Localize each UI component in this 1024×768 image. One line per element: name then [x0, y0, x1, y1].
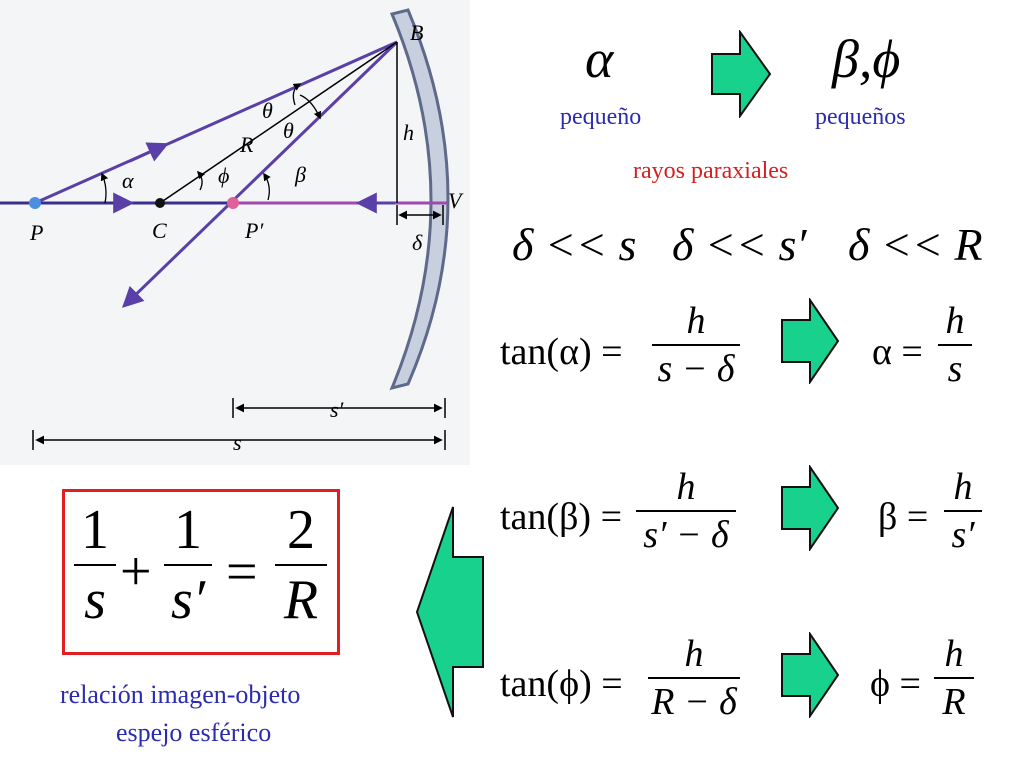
label-P: P — [29, 220, 43, 245]
caption-line-2: espejo esférico — [116, 718, 272, 747]
eq1-numerator: h — [686, 300, 706, 342]
eq3-denominator: R − δ — [651, 681, 737, 723]
label-Pprime: P′ — [244, 218, 264, 243]
spherical-mirror — [389, 8, 450, 391]
eq3-result-lhs: ϕ = — [870, 663, 921, 705]
point-C — [155, 198, 165, 208]
eq3-lhs: tan(ϕ) = — [500, 663, 623, 705]
eq2-result-fraction: h s′ — [944, 468, 982, 554]
arrow-right-icon — [711, 30, 772, 118]
label-small-singular: pequeño — [560, 104, 642, 130]
eq3-result-numerator: h — [944, 633, 964, 675]
eq1-result-numerator: h — [945, 300, 965, 342]
eq3-fraction: h R − δ — [648, 635, 740, 721]
incident-ray — [34, 40, 398, 205]
label-small-plural: pequeños — [815, 104, 906, 130]
eq3-result-fraction: h R — [934, 635, 974, 721]
arrow-right-icon — [781, 465, 840, 551]
label-B: B — [410, 20, 423, 45]
phi-arc — [196, 170, 206, 191]
eq3-numerator: h — [684, 633, 704, 675]
term1-bar — [74, 564, 116, 566]
eq1-result-lhs: α = — [872, 331, 923, 373]
label-V: V — [448, 188, 464, 213]
beta-phi-symbol: β,ϕ — [832, 29, 901, 89]
eq1-result-denominator: s — [947, 348, 963, 390]
beta-arc — [263, 172, 271, 201]
eq1-denominator: s − δ — [657, 348, 735, 390]
term3-denominator: R — [283, 569, 319, 631]
eq1-result-fraction: h s — [938, 302, 972, 388]
eq2-result-lhs: β = — [878, 496, 929, 538]
eq2-lhs: tan(β) = — [500, 496, 622, 538]
term2-denominator: s′ — [170, 569, 206, 631]
eq2-denominator: s′ − δ — [643, 514, 729, 556]
label-delta: δ — [412, 230, 423, 255]
label-phi: ϕ — [218, 163, 229, 188]
term1-fraction: 1 s — [74, 502, 116, 628]
arrow-right-icon — [781, 632, 840, 718]
incident-ray-arrow — [129, 142, 169, 163]
eq2-fraction-bar — [636, 510, 736, 512]
label-s: s — [233, 430, 242, 455]
eq1-fraction-bar — [652, 344, 740, 346]
term2-bar — [164, 564, 212, 566]
arrow-right-icon — [781, 298, 840, 384]
label-C: C — [152, 218, 167, 243]
eq3-result-denominator: R — [942, 681, 966, 723]
alpha-arc — [100, 172, 109, 204]
label-R: R — [239, 132, 254, 157]
label-paraxial-rays: rayos paraxiales — [633, 158, 789, 184]
point-Pprime — [227, 197, 239, 209]
term2-numerator: 1 — [174, 499, 202, 561]
term3-numerator: 2 — [287, 499, 315, 561]
term3-fraction: 2 R — [275, 502, 327, 628]
condition-s: δ << s — [512, 219, 637, 270]
label-theta-2: θ — [283, 118, 294, 143]
term1-denominator: s — [84, 569, 106, 631]
eq3-fraction-bar — [648, 677, 740, 679]
label-sprime: s′ — [330, 397, 345, 422]
plus-sign: + — [120, 541, 152, 603]
term2-fraction: 1 s′ — [164, 502, 212, 628]
mirror-equation-box — [62, 489, 340, 655]
eq3-result-bar — [934, 677, 974, 679]
label-theta-1: θ — [262, 98, 273, 123]
equals-sign: = — [226, 541, 258, 603]
caption-line-1: relación imagen-objeto — [60, 680, 301, 709]
eq1-result-bar — [938, 344, 972, 346]
eq2-result-numerator: h — [953, 466, 973, 508]
label-alpha: α — [122, 168, 134, 193]
eq1-lhs: tan(α) = — [500, 331, 623, 373]
eq2-fraction: h s′ − δ — [636, 468, 736, 554]
eq2-numerator: h — [676, 466, 696, 508]
diagram-background — [0, 0, 470, 465]
theta-arc-2 — [292, 83, 302, 106]
term1-numerator: 1 — [81, 499, 109, 561]
condition-R: δ << R — [848, 219, 983, 270]
point-P — [29, 197, 41, 209]
theta-arc — [299, 94, 322, 120]
label-h: h — [403, 120, 414, 145]
eq2-result-denominator: s′ — [951, 514, 975, 556]
reflected-ray — [121, 40, 399, 308]
label-beta: β — [294, 162, 306, 187]
alpha-symbol: α — [585, 29, 614, 89]
mirror-diagram: B h V P C P′ R θ θ α ϕ β δ s′ s — [0, 0, 470, 465]
eq1-fraction: h s − δ — [652, 302, 740, 388]
term3-bar — [275, 564, 327, 566]
eq2-result-bar — [944, 510, 982, 512]
arrow-left-icon — [415, 506, 484, 718]
condition-sprime: δ << s′ — [672, 219, 807, 270]
